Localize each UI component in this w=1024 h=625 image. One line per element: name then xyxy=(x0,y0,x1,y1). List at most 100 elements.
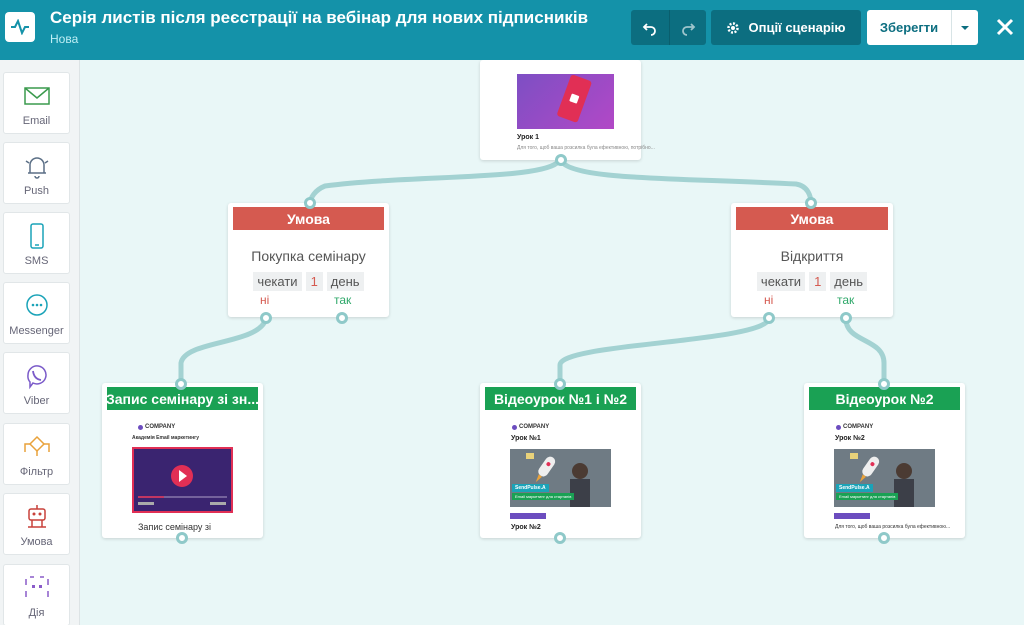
tool-label: Push xyxy=(23,185,50,197)
tool-push[interactable]: Push xyxy=(3,142,70,204)
company-logo: COMPANY xyxy=(138,424,175,430)
branch-yes-label: так xyxy=(837,293,855,307)
scenario-options-label: Опції сценарію xyxy=(748,20,846,35)
output-port[interactable] xyxy=(554,532,566,544)
rocket-banner: SendPulse.A Email маркетинг для стартапі… xyxy=(834,449,935,507)
condition-branches: ні так xyxy=(731,291,893,307)
output-port[interactable] xyxy=(176,532,188,544)
tool-viber[interactable]: Viber xyxy=(3,352,70,414)
tool-filter[interactable]: Фільтр xyxy=(3,423,70,485)
header: Серія листів після реєстрації на вебінар… xyxy=(0,0,1024,60)
input-port[interactable] xyxy=(878,378,890,390)
input-port[interactable] xyxy=(304,197,316,209)
link-top-left xyxy=(307,160,560,207)
undo-button[interactable] xyxy=(631,10,669,45)
rocket-icon xyxy=(526,453,590,507)
email-card-seminar[interactable]: Запис семінару зі зн... COMPANY Академія… xyxy=(102,383,263,538)
email-caption: Запис семінару зі xyxy=(138,522,212,532)
branch-no-label: ні xyxy=(260,293,270,307)
link-no-right xyxy=(557,316,772,386)
email-card-video-2[interactable]: Відеоурок №2 COMPANY Урок №2 SendPulse.A… xyxy=(804,383,965,538)
condition-title: Відкриття xyxy=(780,248,844,264)
email-header: Відеоурок №1 і №2 xyxy=(485,387,636,410)
output-port[interactable] xyxy=(555,154,567,166)
lesson-label: Урок 1 xyxy=(517,134,539,141)
flow-links xyxy=(178,160,887,386)
tool-label: Email xyxy=(22,115,51,127)
close-button[interactable] xyxy=(992,14,1018,40)
wait-label: чекати xyxy=(253,272,302,291)
flow-canvas[interactable]: Урок 1 Для того, щоб ваша розсилка була … xyxy=(80,60,1024,625)
tool-action[interactable]: Дія xyxy=(3,564,70,625)
wait-unit: день xyxy=(326,272,364,291)
rocket-icon xyxy=(850,453,914,507)
tool-label: Фільтр xyxy=(19,466,54,478)
undo-icon xyxy=(642,22,656,36)
banner-subtitle: Email маркетинг для стартапів xyxy=(512,493,575,500)
pulse-logo-icon[interactable] xyxy=(5,12,35,42)
wait-row: чекати 1 день xyxy=(228,272,389,291)
wait-amount: 1 xyxy=(809,272,827,291)
output-port-yes[interactable] xyxy=(336,312,348,324)
scenario-options-button[interactable]: Опції сценарію xyxy=(711,10,861,45)
caret-down-icon xyxy=(961,25,969,30)
save-dropdown-button[interactable] xyxy=(951,10,978,45)
email-text: Для того, щоб ваша розсилка була ефектив… xyxy=(835,524,951,530)
branch-yes-label: так xyxy=(334,293,352,307)
status-label: Нова xyxy=(50,32,79,46)
element-toolbar: Email Push SMS Messenger Viber Фільтр Ум… xyxy=(0,60,80,625)
banner-brand: SendPulse.A xyxy=(512,484,549,492)
tool-label: Умова xyxy=(20,536,53,548)
smartphone-icon xyxy=(557,74,592,123)
tool-condition[interactable]: Умова xyxy=(3,493,70,555)
wait-amount: 1 xyxy=(305,272,323,291)
tool-label: Viber xyxy=(23,395,50,407)
tool-label: Messenger xyxy=(9,325,64,337)
rocket-banner: SendPulse.A Email маркетинг для стартапі… xyxy=(510,449,611,507)
condition-title: Покупка семінару xyxy=(251,248,366,264)
link-no-left xyxy=(178,316,269,386)
company-logo: COMPANY xyxy=(836,424,873,430)
chat-icon xyxy=(25,294,48,316)
condition-card-open[interactable]: Умова Відкриття чекати 1 день ні так xyxy=(731,203,893,317)
redo-button[interactable] xyxy=(669,10,706,45)
output-port-no[interactable] xyxy=(763,312,775,324)
output-port[interactable] xyxy=(878,532,890,544)
academy-line: Академія Email маркетингу xyxy=(132,435,199,441)
page-title[interactable]: Серія листів після реєстрації на вебінар… xyxy=(50,8,589,27)
condition-header: Умова xyxy=(736,207,888,230)
email-header: Запис семінару зі зн... xyxy=(107,387,258,410)
filter-icon xyxy=(23,435,50,456)
email-card-video-1-2[interactable]: Відеоурок №1 і №2 COMPANY Урок №1 SendPu… xyxy=(480,383,641,538)
tool-messenger[interactable]: Messenger xyxy=(3,282,70,344)
input-port[interactable] xyxy=(805,197,817,209)
output-port-no[interactable] xyxy=(260,312,272,324)
viber-icon xyxy=(26,365,47,390)
wait-unit: день xyxy=(830,272,868,291)
save-button[interactable]: Зберегти xyxy=(867,10,951,45)
bell-icon xyxy=(25,157,48,179)
video-preview xyxy=(132,447,233,513)
input-port[interactable] xyxy=(554,378,566,390)
tool-sms[interactable]: SMS xyxy=(3,212,70,274)
condition-header: Умова xyxy=(233,207,384,230)
phone-preview-image xyxy=(517,74,614,129)
envelope-icon xyxy=(23,87,50,105)
email-header: Відеоурок №2 xyxy=(809,387,960,410)
wait-row: чекати 1 день xyxy=(731,272,893,291)
input-port[interactable] xyxy=(175,378,187,390)
output-port-yes[interactable] xyxy=(840,312,852,324)
lesson-label: Урок №2 xyxy=(835,435,865,442)
link-top-right xyxy=(560,160,814,207)
play-icon xyxy=(138,465,227,505)
robot-icon xyxy=(27,505,46,528)
condition-branches: ні так xyxy=(228,291,389,307)
tool-email[interactable]: Email xyxy=(3,72,70,134)
company-logo: COMPANY xyxy=(512,424,549,430)
lesson-text: Для того, щоб ваша розсилка була ефектив… xyxy=(517,145,655,151)
email-card-lesson-1[interactable]: Урок 1 Для того, щоб ваша розсилка була … xyxy=(480,60,655,160)
email-cta-button xyxy=(834,513,870,519)
action-icon xyxy=(24,576,49,597)
link-yes-right xyxy=(843,316,887,386)
condition-card-purchase[interactable]: Умова Покупка семінару чекати 1 день ні … xyxy=(228,203,389,317)
